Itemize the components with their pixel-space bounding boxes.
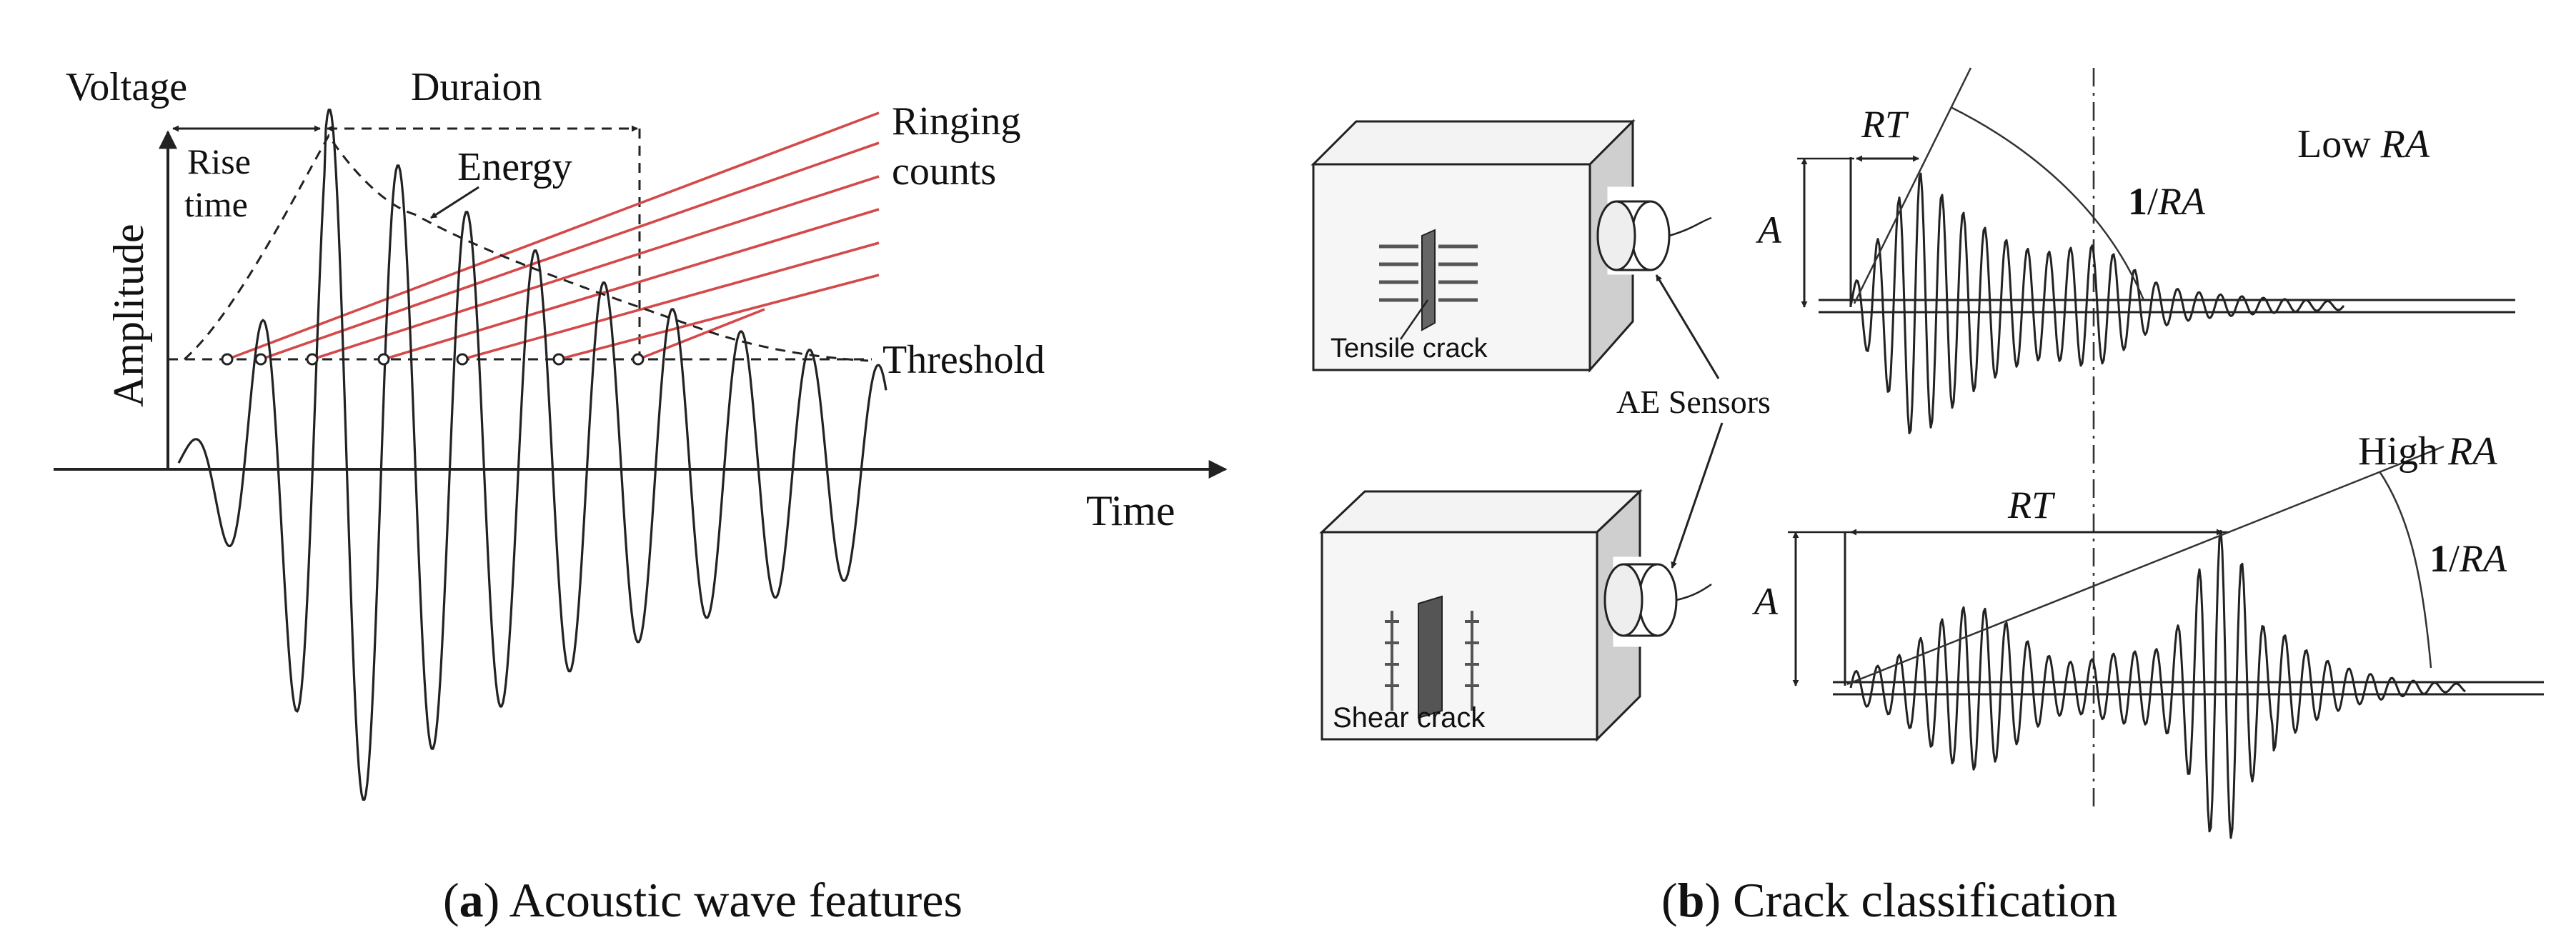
panel-a-acoustic-wave-features: Voltage Duraion Rise time Energy Ringing… [54, 65, 1228, 927]
high-rt-label: RT [2007, 484, 2056, 526]
ae-sensors-label: AE Sensors [1616, 384, 1771, 420]
tensile-block: Tensile crack [1311, 119, 1712, 373]
tensile-crack-label: Tensile crack [1331, 334, 1488, 364]
counts-label: counts [892, 149, 996, 194]
panel-b-crack-classification: Tensile crack Shear [1311, 67, 2544, 927]
caption-b: (b) Crack classification [1661, 873, 2117, 927]
sensor-arrow-bottom [1671, 422, 1724, 569]
low-ra-signal: RT A 1/RA Low RA [1756, 67, 2515, 434]
ringing-label: Ringing [892, 99, 1020, 144]
energy-label: Energy [457, 145, 572, 189]
ringing-count-lines [227, 111, 880, 361]
energy-envelope [184, 134, 869, 362]
low-rt-label: RT [1861, 103, 1909, 146]
low-inv-ra-label: 1/RA [2128, 180, 2206, 223]
amplitude-label: Amplitude [105, 224, 152, 407]
caption-a: (a) Acoustic wave features [443, 873, 963, 927]
high-ra-title: High RA [2358, 429, 2497, 474]
time-label: Time [1086, 487, 1175, 534]
threshold-label: Threshold [882, 338, 1045, 382]
voltage-label: Voltage [66, 65, 187, 109]
energy-pointer [430, 186, 479, 219]
high-inv-ra-label: 1/RA [2430, 537, 2507, 580]
shear-block: Shear crack [1319, 489, 1712, 742]
duration-label: Duraion [411, 65, 542, 109]
sensor-arrow-top [1655, 274, 1720, 379]
acoustic-waveform [177, 109, 887, 801]
low-ra-title: Low RA [2297, 122, 2430, 166]
low-a-label: A [1756, 209, 1782, 251]
high-ra-signal: RT A 1/RA High RA [1752, 429, 2544, 839]
rise-label: Rise [187, 141, 251, 181]
threshold-crossings [221, 353, 645, 366]
high-a-label: A [1752, 580, 1779, 623]
shear-crack-label: Shear crack [1333, 702, 1486, 734]
time-sub-label: time [184, 184, 248, 224]
